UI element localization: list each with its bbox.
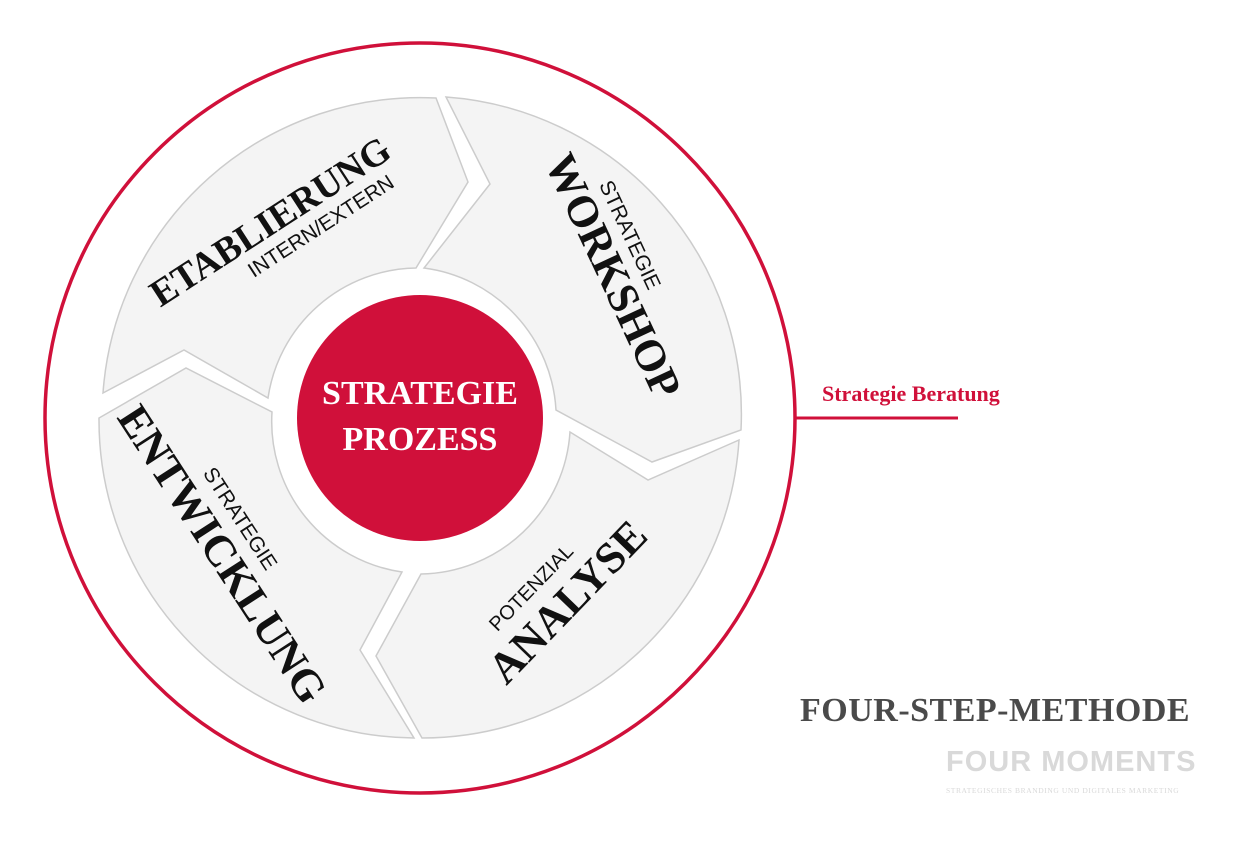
side-label: Strategie Beratung: [822, 381, 1000, 406]
center-disc: [297, 295, 543, 541]
brand-logo: FOUR MOMENTS: [946, 746, 1197, 778]
segment-entwicklung: [98, 367, 416, 739]
segment-etablierung: [102, 96, 469, 400]
segment-analyse: [375, 430, 740, 739]
center-title-line1: STRATEGIE: [322, 375, 518, 412]
center-title-line2: PROZESS: [343, 421, 498, 458]
segment-workshop: [422, 96, 743, 463]
method-title: FOUR-STEP-METHODE: [800, 692, 1191, 729]
brand-tagline: STRATEGISCHES BRANDING UND DIGITALES MAR…: [946, 786, 1180, 795]
